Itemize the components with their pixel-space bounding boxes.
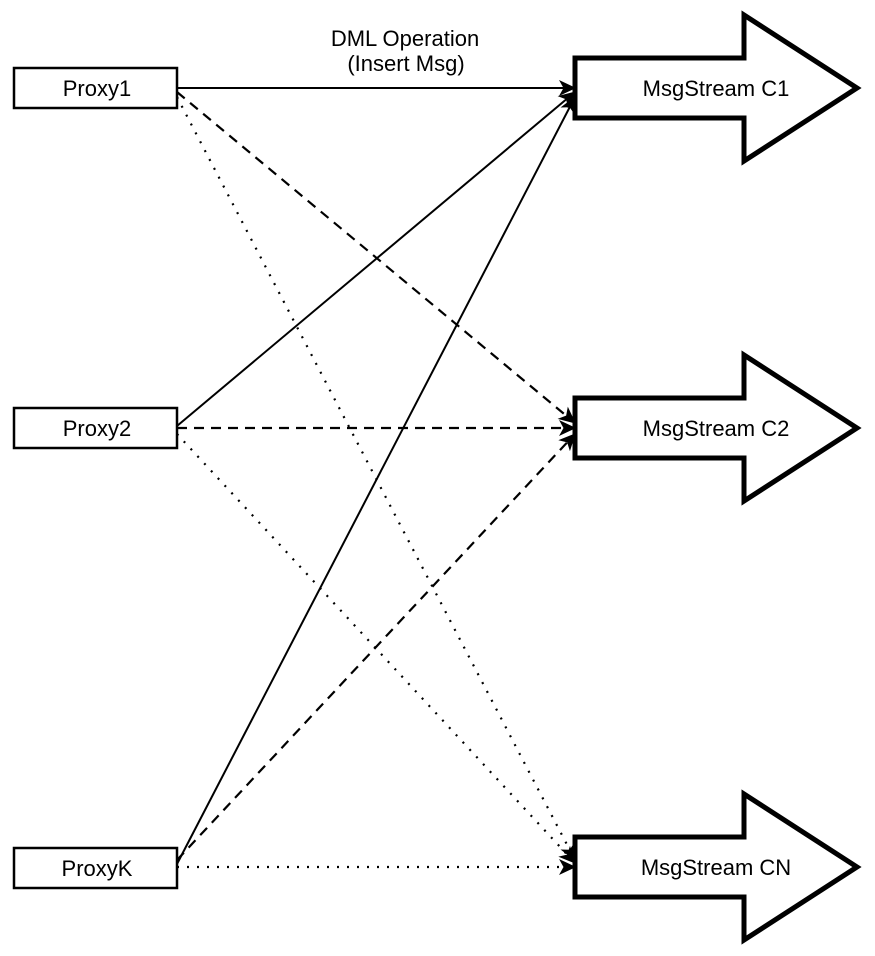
- annotation-line1: DML Operation: [331, 26, 479, 51]
- connection-proxy1-to-cn-dotted: [176, 96, 576, 861]
- connection-proxy2-to-c1-solid: [176, 91, 576, 427]
- annotation-line2: (Insert Msg): [347, 51, 464, 76]
- node-msgstream-c2: MsgStream C2: [572, 350, 862, 506]
- proxy2-label: Proxy2: [63, 416, 131, 441]
- proxyk-label: ProxyK: [62, 856, 133, 881]
- proxy1-label: Proxy1: [63, 76, 131, 101]
- node-proxy1: Proxy1: [12, 66, 179, 110]
- connection-proxyk-to-c1-solid: [176, 96, 576, 865]
- proxy2-box: [12, 406, 179, 450]
- proxy1-box: [12, 66, 179, 110]
- msgstream-c1-label: MsgStream C1: [643, 76, 790, 101]
- node-msgstream-c1: MsgStream C1: [572, 10, 862, 166]
- connection-proxy1-to-c2-dashed: [176, 91, 576, 424]
- msgstream-cn-arrow-shape: [572, 789, 862, 945]
- node-proxy2: Proxy2: [12, 406, 179, 450]
- node-proxyk: ProxyK: [12, 846, 179, 890]
- msgstream-c2-arrow-shape: [572, 350, 862, 506]
- msgstream-cn-label: MsgStream CN: [641, 855, 791, 880]
- proxyk-box: [12, 846, 179, 890]
- node-msgstream-cn: MsgStream CN: [572, 789, 862, 945]
- msgstream-c1-arrow-shape: [572, 10, 862, 166]
- msgstream-c2-label: MsgStream C2: [643, 416, 790, 441]
- dml-operation-annotation: DML Operation (Insert Msg): [331, 26, 479, 76]
